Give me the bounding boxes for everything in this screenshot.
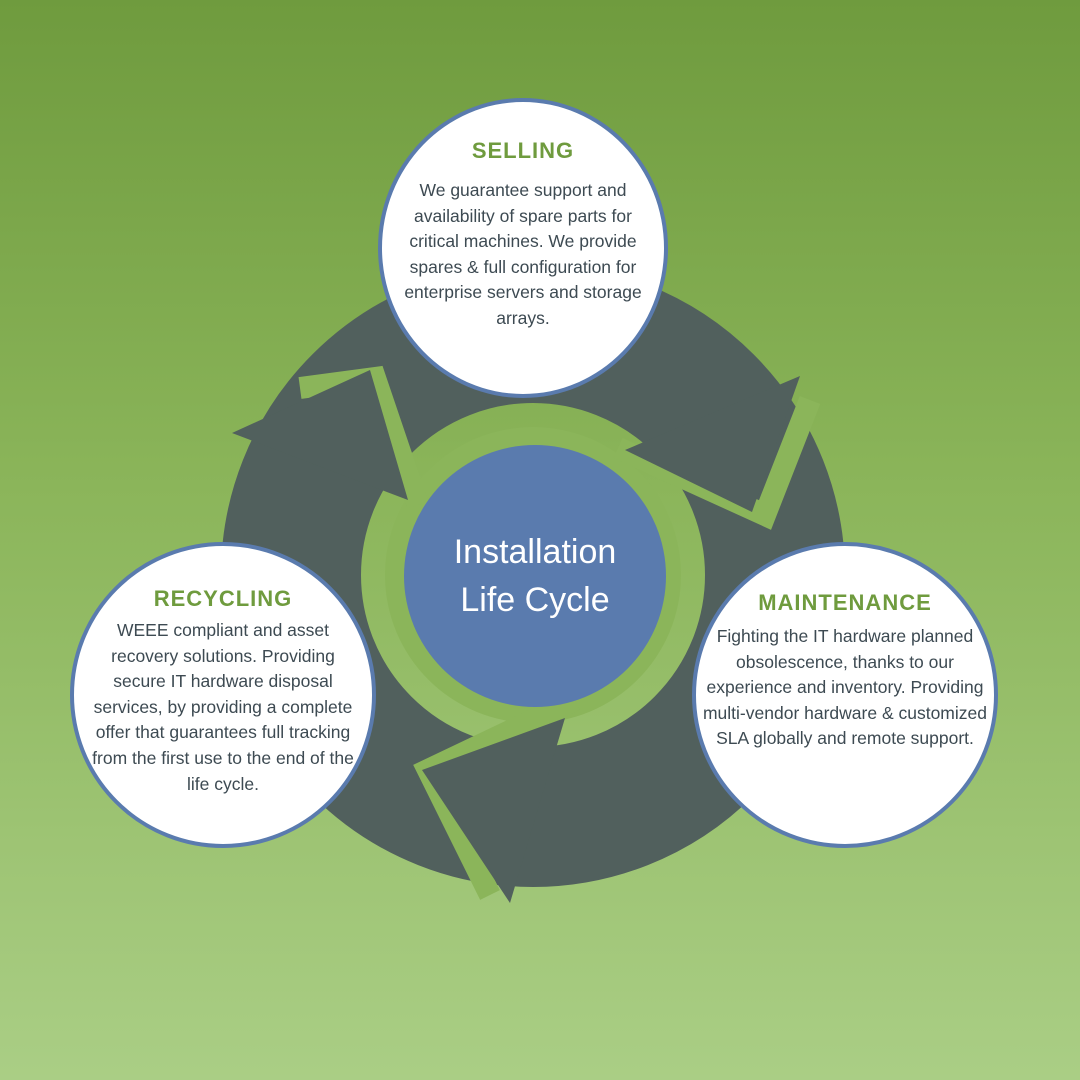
arrow-head-right xyxy=(625,376,800,512)
center-circle: Installation Life Cycle xyxy=(404,445,666,707)
center-title: Installation Life Cycle xyxy=(453,533,617,619)
selling-title: SELLING xyxy=(471,138,575,163)
maintenance-title: MAINTENANCE xyxy=(758,590,932,615)
selling-description: We guarantee support and availability of… xyxy=(404,180,642,328)
arrow-gap-top xyxy=(298,365,429,509)
selling-bubble: SELLING We guarantee support and availab… xyxy=(378,98,668,398)
maintenance-description: Fighting the IT hardware planned obsoles… xyxy=(702,626,987,749)
arrow-head-bottom xyxy=(422,718,565,903)
arrow-head-left xyxy=(232,370,408,500)
recycling-title: RECYCLING xyxy=(153,586,293,611)
maintenance-bubble: MAINTENANCE Fighting the IT hardware pla… xyxy=(692,542,998,848)
recycling-bubble: RECYCLING WEEE compliant and asset recov… xyxy=(70,542,376,848)
recycling-description: WEEE compliant and asset recovery soluti… xyxy=(92,620,354,794)
